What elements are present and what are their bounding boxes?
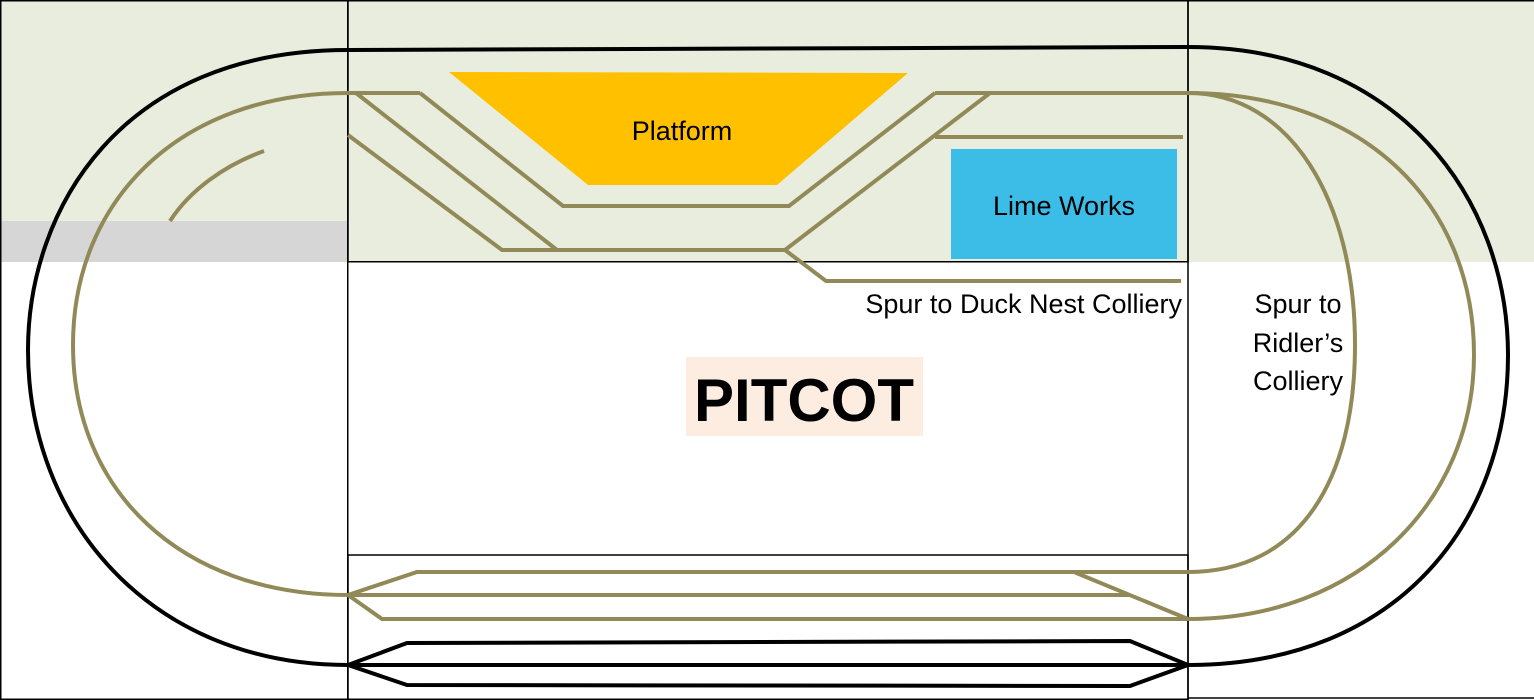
ridlers-spur-label-line2: Ridler’s — [1253, 328, 1344, 358]
board-bottom-center-outline — [347, 554, 1189, 700]
bottom-loop-lower-road — [346, 593, 1188, 621]
bottom-loop-crossover — [1073, 570, 1189, 621]
main-line-left-curve — [25, 48, 349, 667]
passing-loop-upper — [347, 638, 1189, 667]
duck-nest-spur — [783, 248, 1181, 283]
duck-nest-spur-label: Spur to Duck Nest Colliery — [865, 289, 1182, 319]
main-line-top-straight — [347, 45, 1189, 52]
board-left-outline — [0, 0, 349, 700]
platform-road — [418, 91, 937, 208]
siding-tracks — [70, 91, 1477, 621]
lime-works-shape — [951, 149, 1177, 259]
bottom-loop-upper-road — [347, 570, 1188, 597]
ridlers-spur-label-line3: Colliery — [1253, 366, 1344, 396]
title-background — [686, 357, 923, 436]
left-crossover-diagonal — [354, 91, 559, 252]
bottom-road — [346, 91, 992, 252]
main-line-right-curve — [1187, 45, 1511, 667]
inner-loop-right-curve — [1187, 91, 1477, 621]
main-line — [25, 45, 1511, 689]
platform-shape — [449, 72, 908, 185]
inner-loop-left-curve — [70, 91, 349, 597]
ridlers-spur-curve — [1187, 91, 1358, 574]
station-title: PITCOT — [694, 367, 914, 434]
ridlers-spur-label-line1: Spur to — [1254, 289, 1341, 319]
lime-works-label: Lime Works — [993, 191, 1135, 221]
passing-loop-lower — [347, 663, 1189, 689]
left-short-spur-arc — [168, 149, 265, 223]
grey-band — [0, 221, 347, 262]
platform-label: Platform — [632, 116, 733, 146]
